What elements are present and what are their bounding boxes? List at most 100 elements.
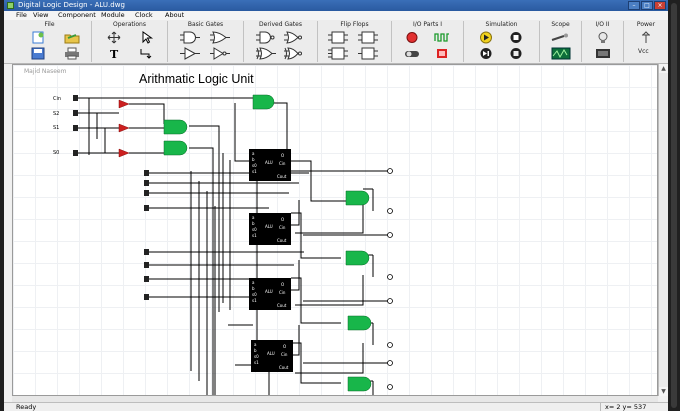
svg-text:Cin: Cin [281, 352, 288, 357]
and-gate [252, 94, 275, 110]
wires [77, 97, 388, 395]
circuit-schematic: Cin S2 S1 S0 [53, 94, 393, 395]
jk-flipflop-icon[interactable] [328, 47, 348, 60]
input-label-s1: S1 [53, 125, 59, 131]
group-label: Basic Gates [187, 21, 224, 28]
wire-tool-icon[interactable] [138, 47, 154, 60]
minimize-button[interactable]: – [628, 1, 640, 10]
input-switch-s0 [73, 150, 78, 156]
scroll-down-icon[interactable]: ▼ [659, 387, 668, 396]
toolbar-group-io-2: I/O II [582, 21, 624, 62]
clock-input-icon[interactable] [434, 31, 450, 44]
xor-gate-icon[interactable] [256, 47, 276, 60]
or-gate-icon[interactable] [210, 31, 230, 44]
svg-text:ALU: ALU [267, 351, 275, 356]
maximize-button[interactable]: □ [641, 1, 653, 10]
group-label: Operations [113, 21, 146, 28]
svg-text:b: b [254, 348, 257, 353]
print-icon[interactable] [64, 47, 80, 60]
svg-text:O: O [281, 282, 284, 287]
sr-flipflop-icon[interactable] [328, 31, 348, 44]
probe-icon[interactable] [551, 31, 571, 44]
text-tool-icon[interactable]: T [106, 47, 122, 60]
outer-scrollbar[interactable] [671, 3, 677, 408]
oscilloscope-icon[interactable] [551, 47, 571, 60]
svg-text:Cin: Cin [279, 225, 286, 230]
run-icon[interactable] [478, 31, 494, 44]
select-icon[interactable] [138, 31, 154, 44]
led-icon[interactable] [404, 31, 420, 44]
design-canvas[interactable]: Majid Naseem Arithmatic Logic Unit Cin S… [12, 64, 658, 396]
svg-text:b: b [252, 221, 255, 226]
svg-text:Cout: Cout [277, 174, 287, 179]
toggle-icon[interactable] [434, 47, 450, 60]
svg-text:b: b [252, 157, 255, 162]
buffer-icon[interactable] [180, 47, 200, 60]
horizontal-scrollbar[interactable] [12, 396, 658, 402]
toolbar-group-power: Power Vcc [624, 21, 668, 62]
and-gate-icon[interactable] [180, 31, 200, 44]
close-button[interactable]: × [654, 1, 666, 10]
menu-file[interactable]: File [16, 11, 27, 19]
stop-icon[interactable] [508, 47, 524, 60]
window-title: Digital Logic Design - ALU.dwg [18, 1, 125, 9]
toolbar-group-io-parts-1: I/O Parts I [392, 21, 464, 62]
menu-about[interactable]: About [165, 11, 185, 19]
lamp-icon[interactable] [595, 31, 611, 44]
t-flipflop-icon[interactable] [358, 47, 378, 60]
svg-text:a: a [252, 215, 255, 220]
svg-text:s0: s0 [252, 163, 257, 168]
and-gate [163, 119, 188, 135]
switch-icon[interactable] [404, 47, 420, 60]
and-gate [347, 315, 372, 331]
svg-text:a: a [252, 151, 255, 156]
inverters [118, 99, 130, 158]
input-switch-s1 [73, 125, 78, 131]
vcc-icon[interactable] [638, 31, 654, 44]
output-probe [387, 208, 393, 214]
vertical-scrollbar[interactable]: ▲ ▼ [658, 64, 668, 396]
toolbar-group-derived-gates: Derived Gates [244, 21, 318, 62]
nor-gate-icon[interactable] [284, 31, 304, 44]
menu-module[interactable]: Module [101, 11, 125, 19]
new-file-icon[interactable] [30, 31, 46, 44]
menu-component[interactable]: Component [58, 11, 96, 19]
svg-text:s0: s0 [254, 354, 259, 359]
author-label: Majid Naseem [24, 68, 67, 75]
not-gate-icon[interactable] [210, 47, 230, 60]
output-probe [387, 232, 393, 238]
data-input-switch [144, 249, 149, 255]
toolbar-group-flip-flops: Flip Flops [318, 21, 392, 62]
svg-text:Cin: Cin [279, 161, 286, 166]
output-probe [387, 274, 393, 280]
output-probe [387, 360, 393, 366]
open-file-icon[interactable] [64, 31, 80, 44]
and-gate [163, 140, 188, 156]
svg-text:ALU: ALU [265, 160, 273, 165]
svg-text:Cout: Cout [279, 365, 289, 370]
menu-view[interactable]: View [33, 11, 49, 19]
save-icon[interactable] [30, 47, 46, 60]
scroll-up-icon[interactable]: ▲ [659, 64, 668, 73]
svg-text:s0: s0 [252, 292, 257, 297]
d-flipflop-icon[interactable] [358, 31, 378, 44]
input-switch-s2 [73, 110, 78, 116]
step-icon[interactable] [478, 47, 494, 60]
svg-text:O: O [281, 217, 284, 222]
group-label: File [44, 21, 55, 28]
display-icon[interactable] [595, 47, 611, 60]
and-gates [163, 94, 372, 392]
move-icon[interactable] [106, 31, 122, 44]
svg-text:a: a [252, 280, 255, 285]
data-input-switch [144, 170, 149, 176]
nand-gate-icon[interactable] [256, 31, 276, 44]
group-label: Scope [551, 21, 570, 28]
menu-clock[interactable]: Clock [135, 11, 153, 19]
pause-icon[interactable] [508, 31, 524, 44]
xnor-gate-icon[interactable] [284, 47, 304, 60]
toolbar: File Operations T Basic Gates Derived Ga… [4, 20, 668, 64]
svg-text:a: a [254, 342, 257, 347]
group-label: Flip Flops [340, 21, 369, 28]
